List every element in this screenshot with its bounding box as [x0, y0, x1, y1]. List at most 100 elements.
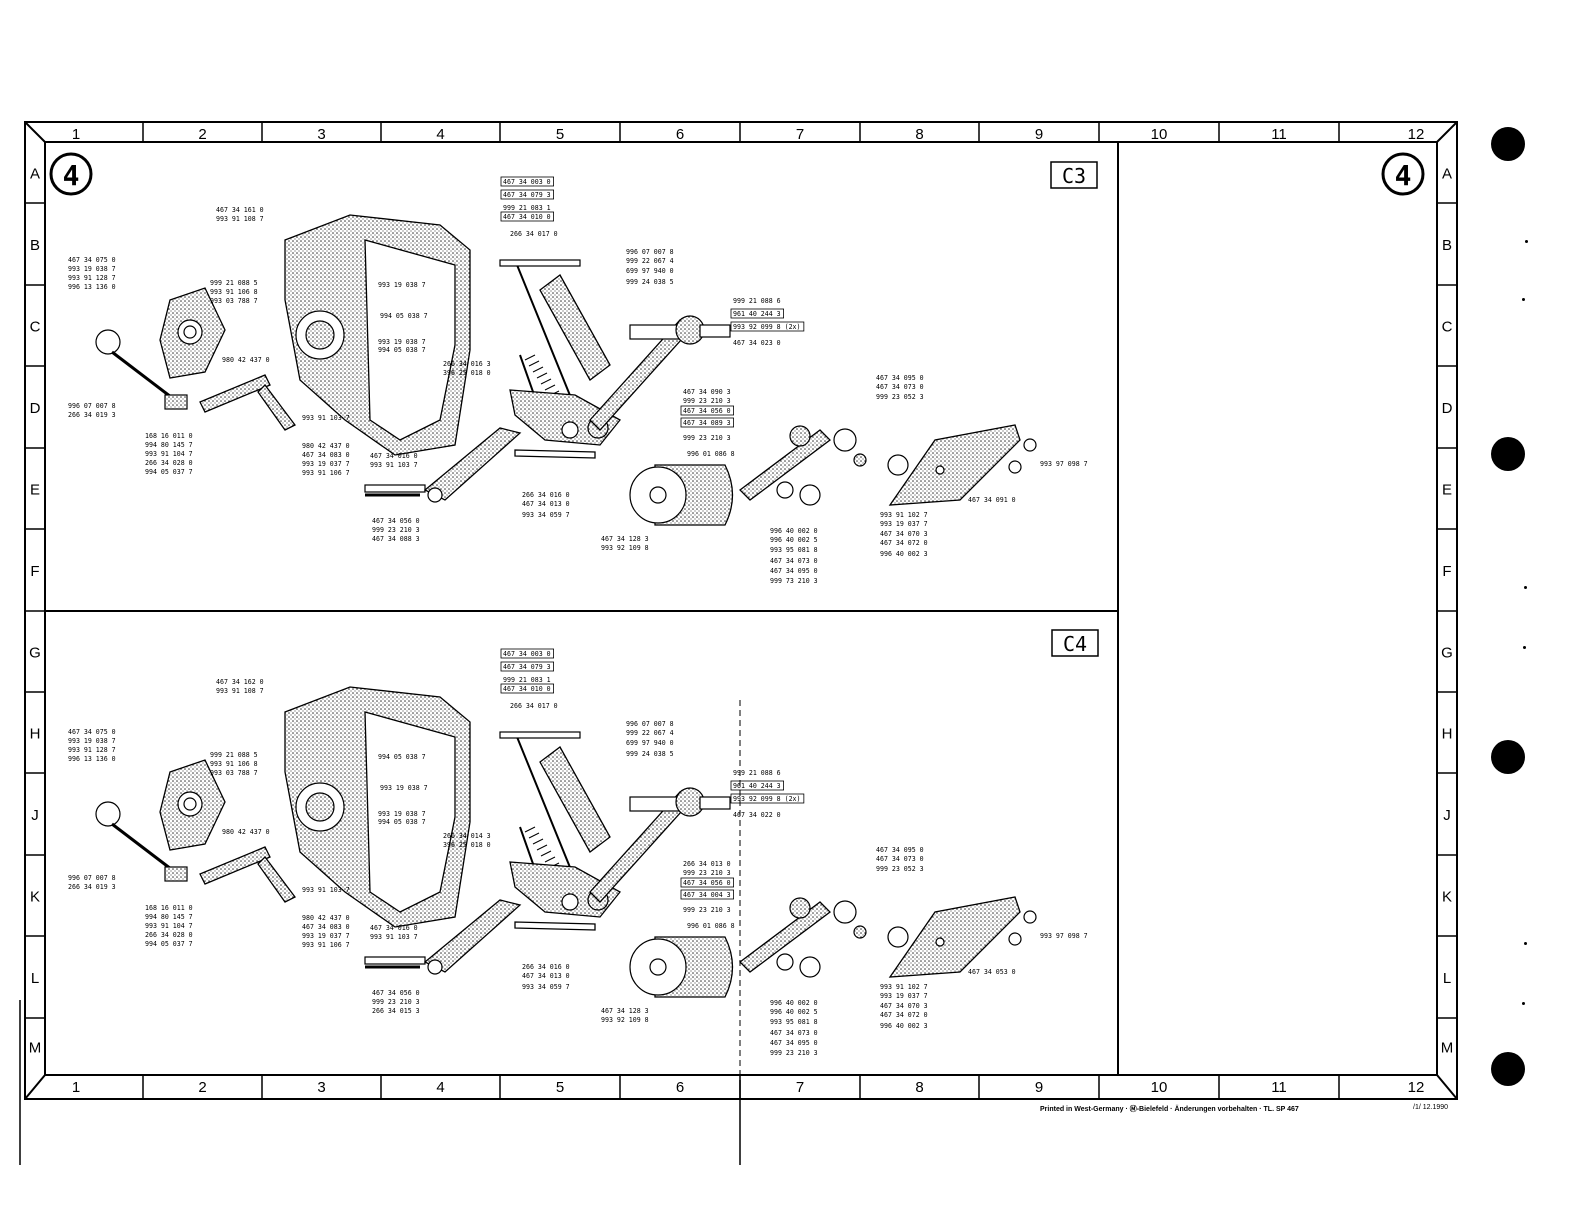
grid-col-bottom: 5	[556, 1079, 564, 1096]
grid-row-right: E	[1442, 482, 1452, 499]
part-number-label: 266 34 015 3	[372, 1007, 420, 1015]
part-number-label: 266 34 014 3	[443, 832, 491, 840]
grid-row-right: F	[1442, 563, 1451, 580]
part-number-label: 993 91 103 7	[302, 414, 350, 422]
part-number-label: 994 80 145 7	[145, 913, 193, 921]
part-number-label: 993 19 037 7	[880, 992, 928, 1000]
speck	[1524, 586, 1527, 589]
part-number-label: 994 05 038 7	[378, 346, 426, 354]
part-number-label: 467 34 073 0	[876, 383, 924, 391]
part-number-label: 994 80 145 7	[145, 441, 193, 449]
part-number-label: 993 19 038 7	[378, 338, 426, 346]
part-number-label: 467 34 056 0	[683, 407, 731, 415]
part-number-label: 999 23 210 3	[683, 906, 731, 914]
part-number-label: 467 34 010 0	[503, 685, 551, 693]
part-number-label: 467 34 075 0	[68, 728, 116, 736]
part-number-label: 996 13 136 0	[68, 283, 116, 291]
binder-hole-1	[1491, 127, 1525, 161]
exploded-view-c4	[95, 686, 1037, 998]
grid-col-top: 7	[796, 126, 804, 143]
part-number-label: 994 05 038 7	[380, 312, 428, 320]
part-number-label: 994 05 038 7	[378, 818, 426, 826]
part-number-box	[680, 405, 734, 416]
part-number-box	[730, 321, 805, 332]
grid-col-bottom: 8	[915, 1079, 923, 1096]
part-number-label: 993 91 106 8	[210, 760, 258, 768]
part-number-label: 999 21 088 6	[733, 297, 781, 305]
part-number-label: 993 19 037 7	[880, 520, 928, 528]
part-number-label: 980 42 437 0	[222, 828, 270, 836]
grid-row-left: E	[30, 482, 40, 499]
grid-row-left: A	[30, 166, 40, 183]
grid-row-left: L	[31, 970, 39, 987]
grid-row-right: H	[1442, 726, 1453, 743]
part-number-label: 993 92 109 8	[601, 1016, 649, 1024]
part-number-label: 467 34 013 0	[522, 972, 570, 980]
part-number-box	[500, 189, 554, 200]
part-number-label: 467 34 091 0	[968, 496, 1016, 504]
part-number-label: 993 19 037 7	[302, 932, 350, 940]
part-number-label: 266 34 016 3	[443, 360, 491, 368]
grid-col-top: 6	[676, 126, 684, 143]
grid-col-bottom: 1	[72, 1079, 80, 1096]
grid-col-top: 9	[1035, 126, 1043, 143]
part-number-label: 699 97 940 0	[626, 739, 674, 747]
grid-col-bottom: 2	[198, 1079, 206, 1096]
grid-row-left: M	[29, 1040, 42, 1057]
part-number-label: 993 92 099 8 (2x)	[733, 323, 801, 331]
part-number-label: 999 24 038 5	[626, 278, 674, 286]
part-number-label: 168 16 011 0	[145, 432, 193, 440]
part-number-label: 993 92 099 8 (2x)	[733, 795, 801, 803]
part-number-label: 993 91 128 7	[68, 274, 116, 282]
part-number-label: 396 25 018 0	[443, 369, 491, 377]
part-number-label: 996 40 002 5	[770, 1008, 818, 1016]
part-number-label: 467 34 023 0	[733, 339, 781, 347]
part-number-label: 993 91 128 7	[68, 746, 116, 754]
part-number-label: 999 21 088 5	[210, 751, 258, 759]
exploded-view-c3	[95, 214, 1037, 526]
part-number-label: 993 91 102 7	[880, 511, 928, 519]
part-number-label: 999 22 067 4	[626, 729, 674, 737]
part-number-label: 993 91 104 7	[145, 450, 193, 458]
speck	[1522, 1002, 1525, 1005]
part-number-label: 993 91 106 8	[210, 288, 258, 296]
grid-col-top: 12	[1408, 126, 1425, 143]
part-number-label: 996 40 002 3	[880, 550, 928, 558]
part-number-label: 467 34 079 3	[503, 191, 551, 199]
grid-row-left: C	[30, 319, 41, 336]
part-number-box	[500, 176, 554, 187]
part-number-label: 999 23 052 3	[876, 865, 924, 873]
grid-col-bottom: 4	[436, 1079, 444, 1096]
part-number-label: 168 16 011 0	[145, 904, 193, 912]
part-number-label: 993 19 037 7	[302, 460, 350, 468]
part-number-label: 467 34 072 0	[880, 1011, 928, 1019]
part-number-label: 467 34 056 0	[372, 517, 420, 525]
part-number-label: 996 40 002 0	[770, 527, 818, 535]
part-number-label: 993 19 038 7	[68, 265, 116, 273]
part-number-box	[680, 889, 734, 900]
grid-col-bottom: 3	[317, 1079, 325, 1096]
part-number-label: 467 34 089 3	[683, 419, 731, 427]
part-number-label: 396 25 018 0	[443, 841, 491, 849]
part-number-label: 980 42 437 0	[302, 914, 350, 922]
page-number-left: 4	[63, 159, 80, 192]
part-number-label: 467 34 022 0	[733, 811, 781, 819]
part-number-label: 993 91 103 7	[302, 886, 350, 894]
part-number-label: 980 42 437 0	[222, 356, 270, 364]
grid-row-right: A	[1442, 166, 1452, 183]
part-number-label: 467 34 128 3	[601, 1007, 649, 1015]
part-number-box	[500, 661, 554, 672]
part-number-label: 996 07 007 8	[626, 248, 674, 256]
footer-imprint: Printed in West-Germany · Ⓜ-Bielefeld · …	[1040, 1106, 1299, 1113]
part-number-label: 467 34 162 0	[216, 678, 264, 686]
part-number-label: 467 34 016 0	[370, 452, 418, 460]
part-number-label: 993 97 098 7	[1040, 460, 1088, 468]
part-number-label: 467 34 013 0	[522, 500, 570, 508]
grid-col-top: 2	[198, 126, 206, 143]
part-number-label: 699 97 940 0	[626, 267, 674, 275]
binder-hole-2	[1491, 437, 1525, 471]
grid-row-right: G	[1441, 645, 1453, 662]
part-number-label: 467 34 095 0	[770, 1039, 818, 1047]
